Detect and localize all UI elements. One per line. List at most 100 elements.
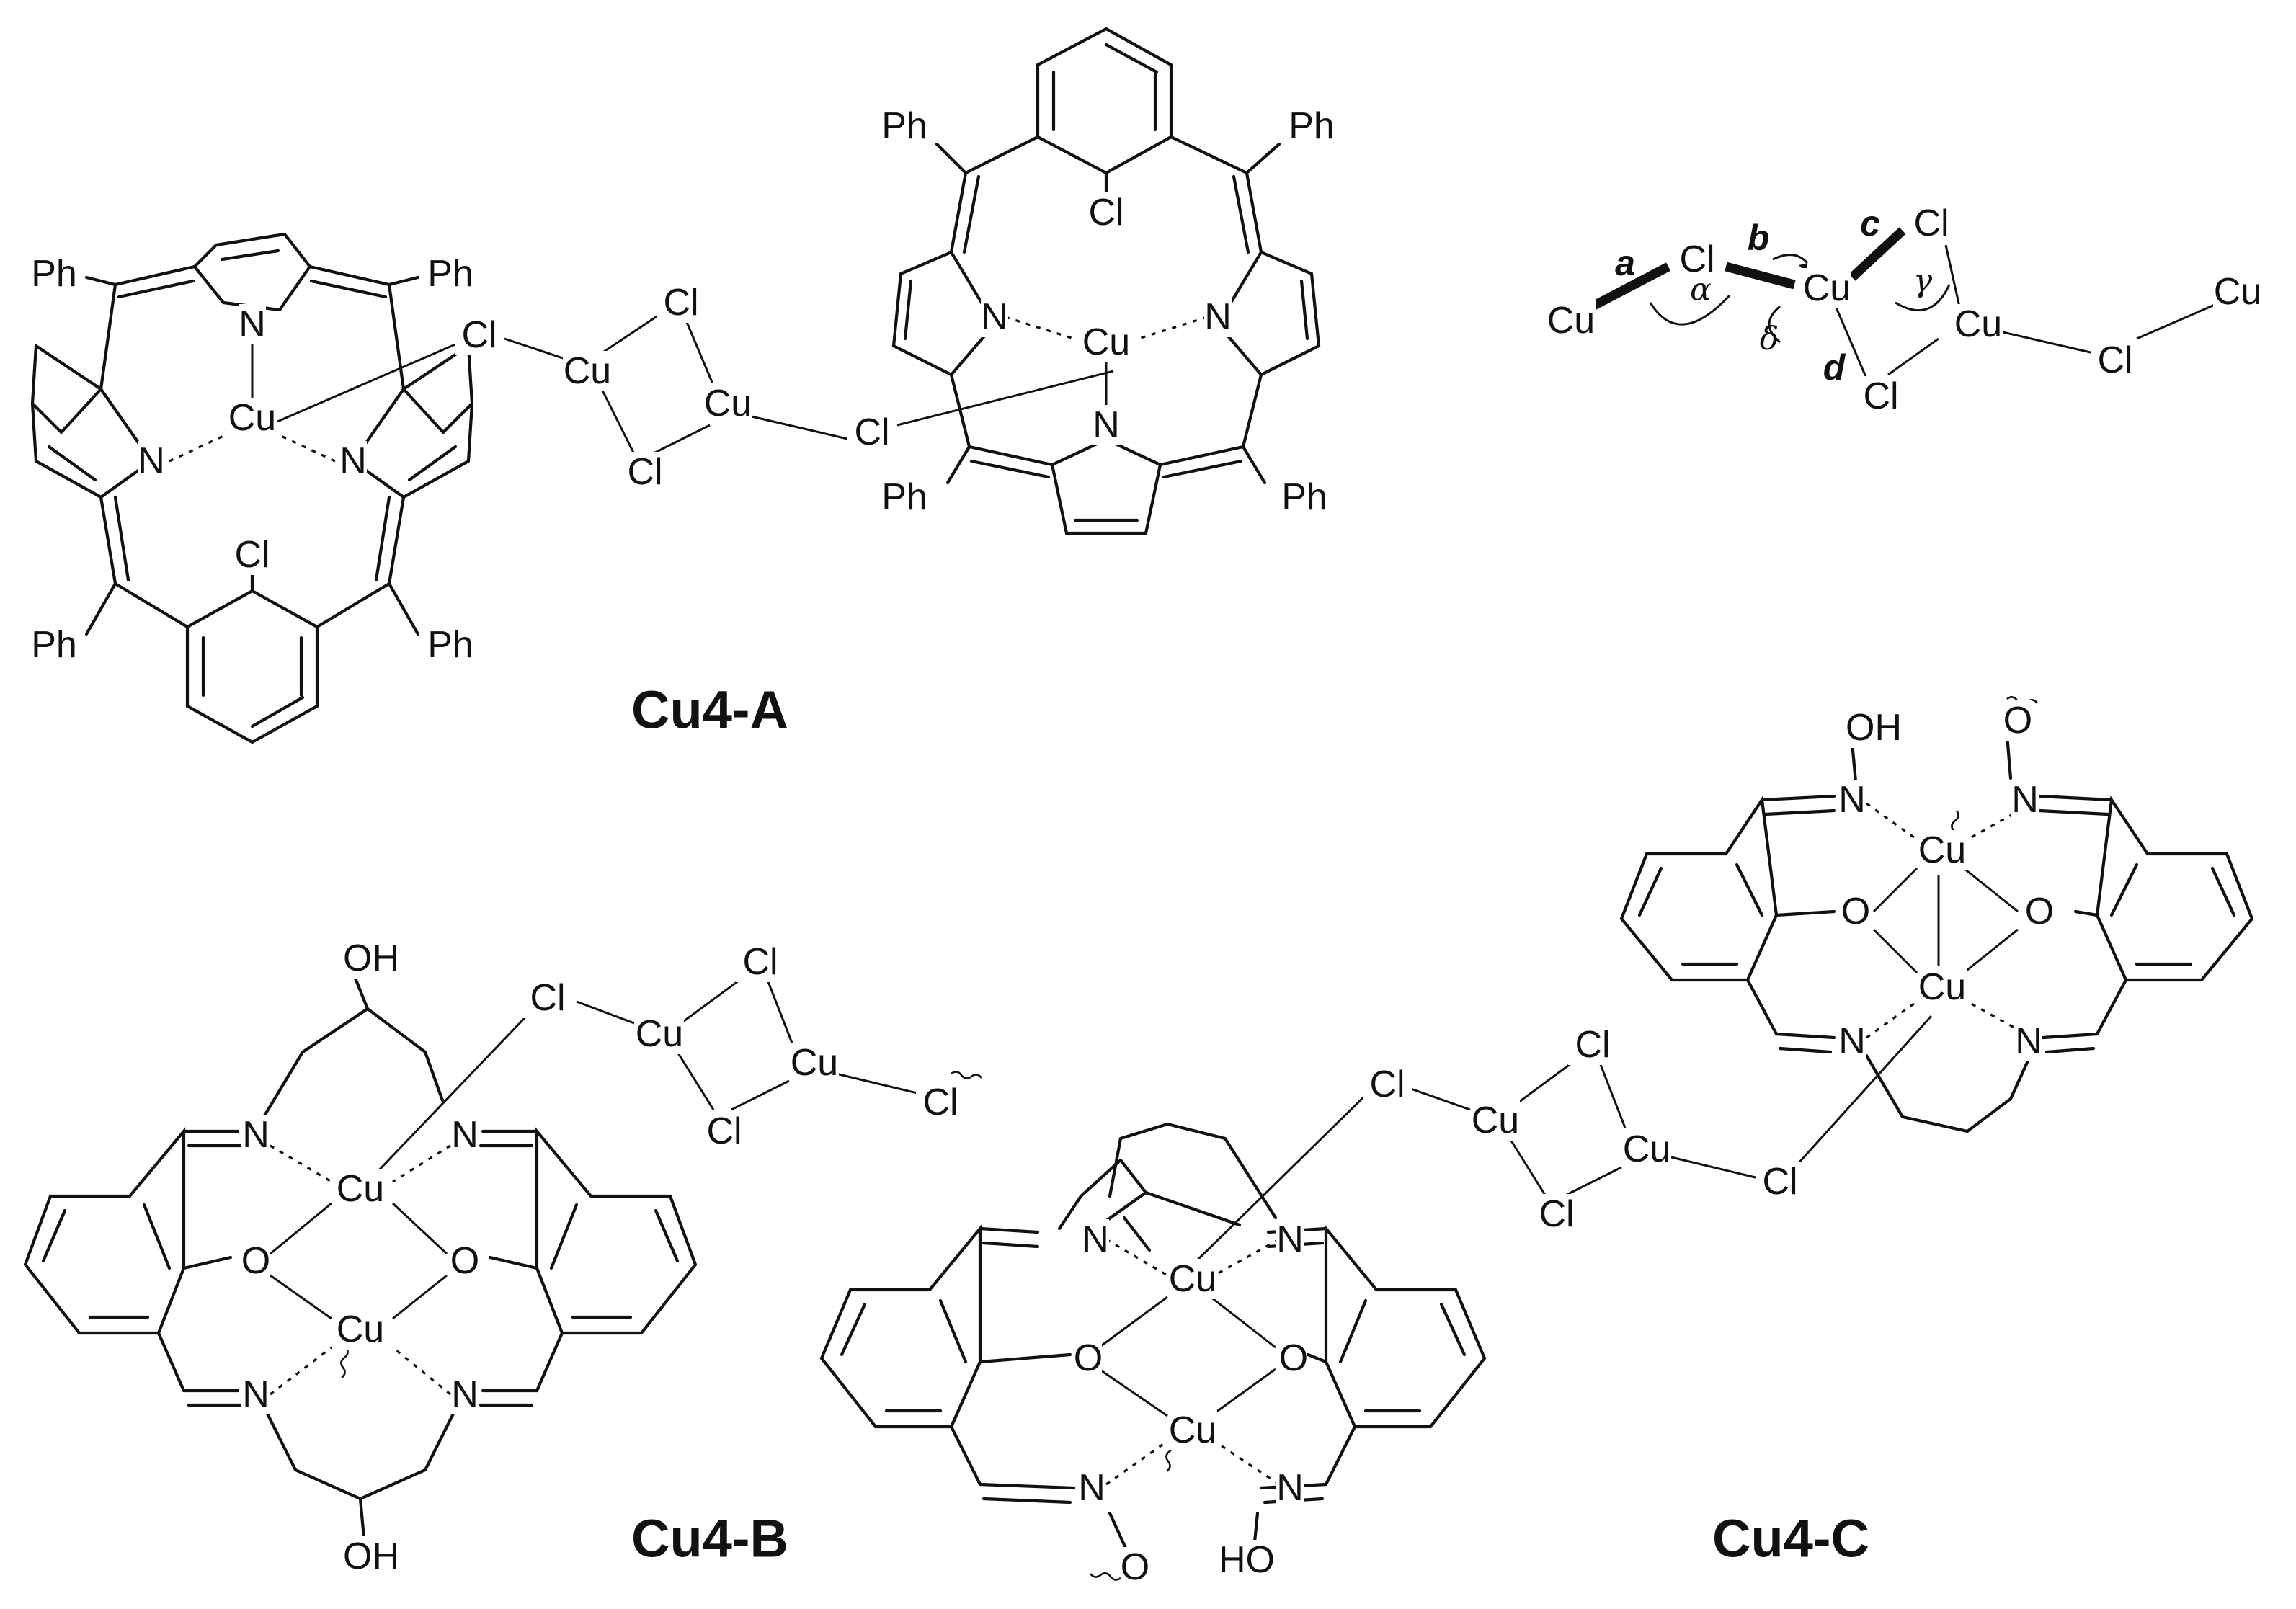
atom-label-bg (1838, 1021, 1866, 1061)
atom-label-bg (1673, 239, 1722, 280)
atom-label-bg (847, 412, 896, 453)
atom-label-bg (336, 1309, 385, 1350)
atom-label-n: N (2015, 1020, 2042, 1062)
atom-label-bg (451, 1241, 479, 1281)
atom-label-bg (339, 441, 367, 481)
atom-label-bg (451, 1115, 479, 1155)
atom-label-cl: Cl (1913, 202, 1949, 244)
atom-label-bg (1121, 1547, 1149, 1587)
atom-label-bg (880, 106, 929, 146)
atom-label-cu: Cu (1803, 267, 1851, 309)
atom-label-cu: Cu (337, 1309, 384, 1350)
atom-label-bg (138, 441, 165, 481)
atom-label-bg (1287, 106, 1336, 146)
atom-label-bg (242, 1374, 270, 1414)
atom-label-bg (1276, 1468, 1304, 1508)
atom-label-o: O (1841, 891, 1870, 932)
atom-label-bg (563, 351, 612, 391)
atom-label-bg (1168, 1410, 1217, 1450)
cu4a-copper-chloride-core (504, 308, 1114, 455)
atom-label-ph: Ph (427, 624, 473, 666)
atom-label-ph: Ph (427, 253, 473, 295)
atom-label-bg (1547, 300, 1596, 341)
atom-label-bg (1802, 268, 1851, 308)
atom-label-o: O (2025, 891, 2054, 932)
atom-label-o: O (1121, 1546, 1149, 1588)
atom-label-cl: Cl (1539, 1193, 1574, 1235)
atom-label-ph: Ph (31, 253, 77, 295)
atom-label-cl: Cl (1863, 375, 1898, 417)
atom-label-cu: Cu (704, 383, 752, 424)
atom-label-bg (1280, 1338, 1307, 1378)
atom-label-bg (620, 452, 669, 492)
atom-label-bg (347, 1536, 396, 1577)
atom-label-cu: Cu (791, 1042, 838, 1084)
atom-label-bg (1842, 891, 1869, 932)
atom-label-bg (981, 297, 1008, 337)
atom-label-bg (2213, 272, 2262, 312)
compound-label-cu4c: Cu4-C (1712, 1509, 1869, 1569)
atom-label-n: N (2011, 779, 2039, 821)
atom-label-bg (635, 1014, 684, 1054)
bond-label-b: b (1748, 218, 1770, 258)
atom-label-cl: Cl (1679, 239, 1714, 280)
atom-label-n: N (1838, 779, 1866, 821)
atom-label-n: N (1082, 1218, 1109, 1260)
atom-label-ph: Ph (881, 476, 927, 518)
atom-label-bg (700, 1111, 749, 1151)
atom-label-bg (455, 315, 504, 355)
bond-label-d: d (1823, 347, 1846, 388)
atom-label-n: N (981, 296, 1008, 338)
atom-label-bg (1082, 1219, 1109, 1260)
atom-label-n: N (1838, 1020, 1866, 1062)
atom-label-bg (2091, 340, 2140, 380)
atom-label-cl: Cl (2097, 339, 2132, 381)
atom-label-n: N (1078, 1467, 1105, 1509)
atom-label-n: N (242, 1114, 270, 1156)
atom-label-cu: Cu (1918, 966, 1966, 1008)
atom-label-bg (1532, 1194, 1581, 1234)
atom-label-cu: Cu (1547, 300, 1595, 342)
atom-label-cu: Cu (1954, 303, 2002, 345)
atom-label-bg (1078, 1468, 1105, 1508)
atom-label-bg (426, 625, 475, 665)
atom-label-bg (1856, 376, 1905, 416)
atom-label-bg (1756, 1162, 1805, 1202)
atom-label-bg (1471, 1100, 1520, 1141)
atom-label-cu: Cu (1169, 1258, 1216, 1300)
atom-label-ph: Ph (881, 105, 927, 147)
bond-label-c: c (1860, 203, 1880, 244)
angle-label-alpha: α (1690, 272, 1712, 308)
atom-label-bg (2015, 1021, 2042, 1061)
atom-label-o: O (1279, 1337, 1308, 1379)
atom-label-n: N (451, 1373, 479, 1415)
atom-label-oh: OH (343, 937, 399, 979)
atom-label-cl: Cl (742, 941, 778, 983)
bond-label-a: a (1615, 243, 1635, 283)
atom-label-bg (703, 383, 752, 424)
atom-label-bg (242, 1115, 270, 1155)
atom-label-bg (228, 535, 277, 575)
atom-label-bg (1622, 1129, 1671, 1169)
atom-label-n: N (339, 440, 367, 482)
atom-label-cl: Cl (1369, 1064, 1405, 1105)
atom-label-cl: Cl (234, 534, 270, 576)
atom-label-o: O (1074, 1337, 1103, 1379)
atom-label-oh: OH (1846, 707, 1902, 749)
atom-label-cu: Cu (1918, 829, 1966, 871)
atom-label-bg (880, 477, 929, 517)
atom-label-ph: Ph (1281, 476, 1327, 518)
atom-label-bg (1276, 1219, 1304, 1260)
atom-label-bg (1093, 405, 1120, 445)
atom-label-cl: Cl (922, 1082, 958, 1123)
atom-label-ph: Ph (31, 624, 77, 666)
atom-label-bg (2004, 700, 2032, 741)
atom-label-bg (242, 1241, 270, 1281)
atom-label-cl: Cl (1088, 192, 1123, 233)
atom-label-bg (336, 1169, 385, 1209)
angle-label-gamma: γ (1913, 263, 1933, 300)
atom-label-bg (2011, 780, 2039, 820)
atom-label-bg (790, 1043, 839, 1083)
atom-label-bg (347, 938, 396, 979)
